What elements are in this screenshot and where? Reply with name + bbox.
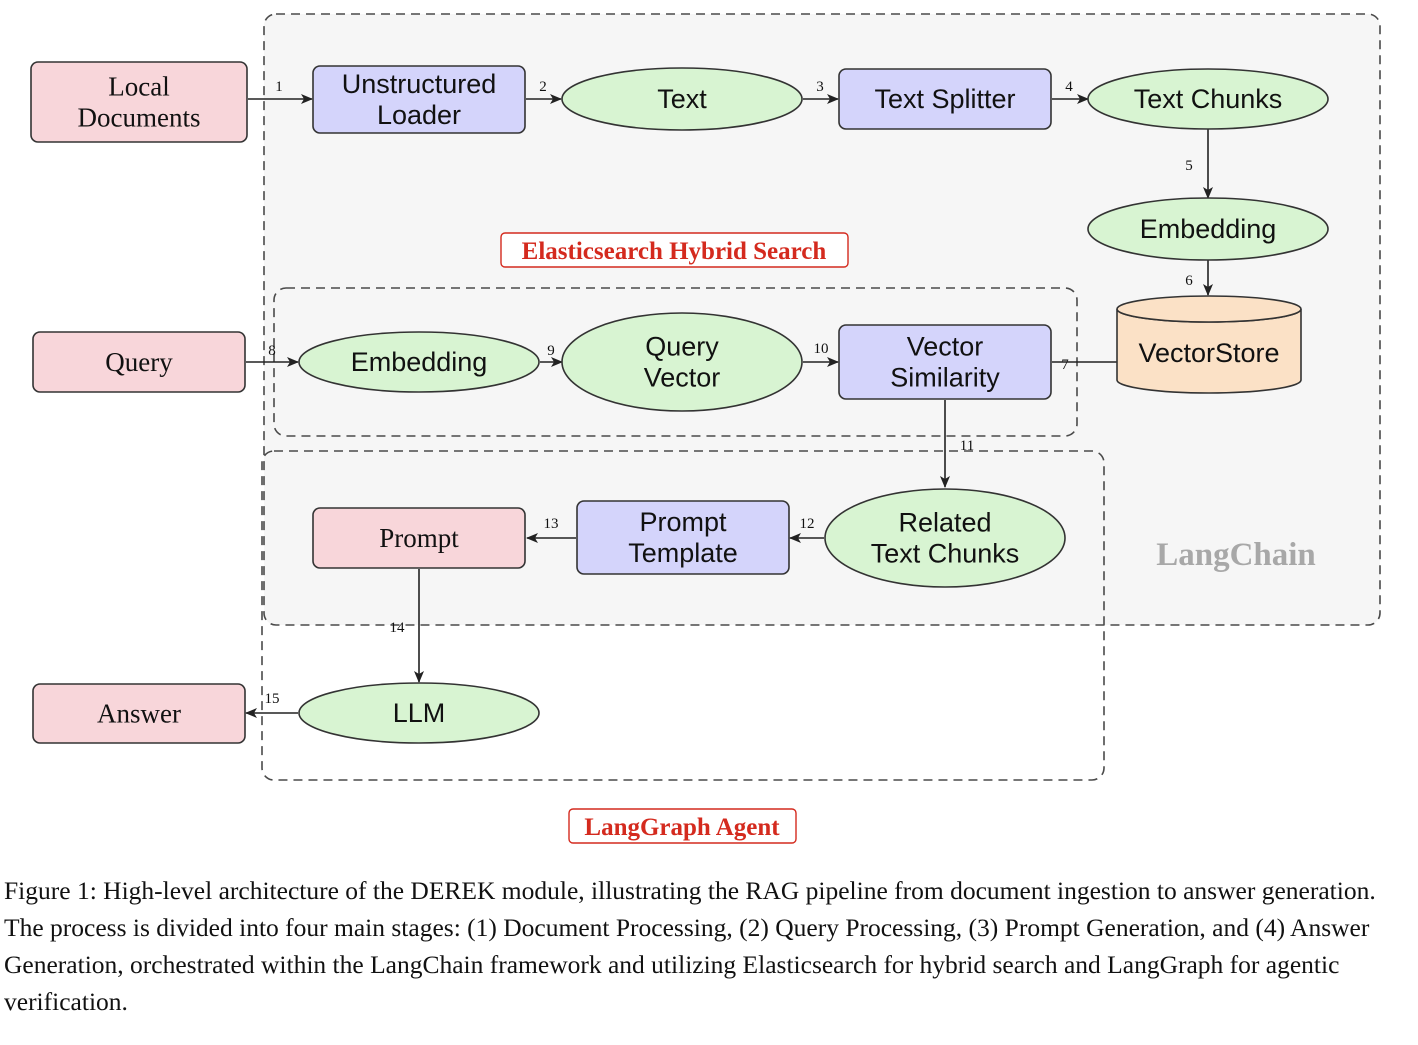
node-related-text-chunks-shape (824, 488, 1066, 588)
node-embedding-query-shape (298, 331, 540, 393)
node-vector-similarity-shape (838, 324, 1052, 400)
node-related-text-chunks-label: Related (898, 508, 991, 538)
langgraph-label-box (568, 808, 797, 844)
node-prompt-template-label: Prompt (639, 507, 727, 537)
node-answer: Answer (32, 683, 246, 744)
step-label-14: 14 (390, 620, 406, 636)
node-prompt-template-label: Template (628, 538, 738, 568)
node-local-documents-shape (30, 61, 248, 143)
node-vector-similarity-label: Similarity (890, 363, 1000, 393)
step-label-13: 13 (544, 516, 559, 532)
node-local-documents-label: Local (108, 72, 169, 102)
node-vector-similarity-label: Vector (907, 332, 984, 362)
node-vectorstore-lid (1116, 295, 1302, 323)
node-text-splitter: Text Splitter (838, 68, 1052, 130)
edges (245, 94, 1213, 718)
node-prompt: Prompt (312, 507, 526, 569)
node-vectorstore-label: VectorStore (1138, 338, 1279, 368)
step-label-7: 7 (1061, 357, 1069, 373)
step-label-8: 8 (268, 343, 276, 359)
node-query-label: Query (105, 347, 173, 377)
step-label-4: 4 (1065, 79, 1073, 95)
node-unstructured-loader-label: Loader (377, 100, 461, 130)
node-text-label: Text (657, 84, 707, 114)
step-label-6: 6 (1185, 273, 1193, 289)
node-embedding-doc-shape (1087, 197, 1329, 261)
step-label-5: 5 (1185, 158, 1193, 174)
langgraph-region (261, 450, 1105, 781)
node-prompt-label: Prompt (379, 523, 459, 553)
node-text-chunks-shape (1087, 68, 1329, 130)
node-llm-shape (298, 682, 540, 744)
node-text-splitter-shape (838, 68, 1052, 130)
step-label-15: 15 (265, 691, 280, 707)
node-embedding-query-label: Embedding (351, 347, 488, 377)
node-query: Query (32, 331, 246, 393)
elasticsearch-label-box (500, 232, 849, 268)
node-prompt-template-shape (576, 500, 790, 575)
node-unstructured-loader-label: Unstructured (342, 69, 497, 99)
node-text-chunks: Text Chunks (1087, 68, 1329, 130)
langchain-label: LangChain (1156, 537, 1316, 573)
architecture-diagram: Elasticsearch Hybrid Search LangChain La… (30, 13, 1381, 844)
langchain-region (263, 13, 1381, 626)
node-prompt-shape (312, 507, 526, 569)
node-unstructured-loader-shape (312, 65, 526, 134)
node-text-shape (561, 67, 803, 131)
node-answer-shape (32, 683, 246, 744)
node-text-splitter-label: Text Splitter (874, 84, 1015, 114)
elasticsearch-label: Elasticsearch Hybrid Search (522, 238, 827, 265)
node-text-chunks-label: Text Chunks (1134, 84, 1283, 114)
node-text: Text (561, 67, 803, 131)
node-embedding-query: Embedding (298, 331, 540, 393)
step-label-3: 3 (816, 79, 824, 95)
node-embedding-doc: Embedding (1087, 197, 1329, 261)
figure-caption: Figure 1: High-level architecture of the… (4, 876, 1376, 1016)
node-answer-label: Answer (97, 699, 181, 729)
step-label-12: 12 (800, 516, 815, 532)
langgraph-label: LangGraph Agent (584, 814, 780, 841)
node-query-vector-shape (561, 312, 803, 412)
node-query-vector-label: Vector (644, 363, 721, 393)
node-vectorstore: VectorStore (1116, 295, 1302, 394)
step-labels: 1 2 3 4 5 6 7 8 9 10 11 12 13 14 15 (265, 79, 1194, 707)
node-embedding-doc-label: Embedding (1140, 214, 1277, 244)
node-query-shape (32, 331, 246, 393)
step-label-11: 11 (960, 438, 974, 454)
node-llm-label: LLM (393, 698, 446, 728)
node-related-text-chunks-label: Text Chunks (871, 539, 1020, 569)
step-label-9: 9 (547, 343, 555, 359)
step-label-1: 1 (275, 79, 283, 95)
step-label-10: 10 (814, 341, 829, 357)
node-local-documents-label: Documents (78, 103, 201, 133)
step-label-2: 2 (539, 79, 547, 95)
node-llm: LLM (298, 682, 540, 744)
node-query-vector-label: Query (645, 332, 719, 362)
